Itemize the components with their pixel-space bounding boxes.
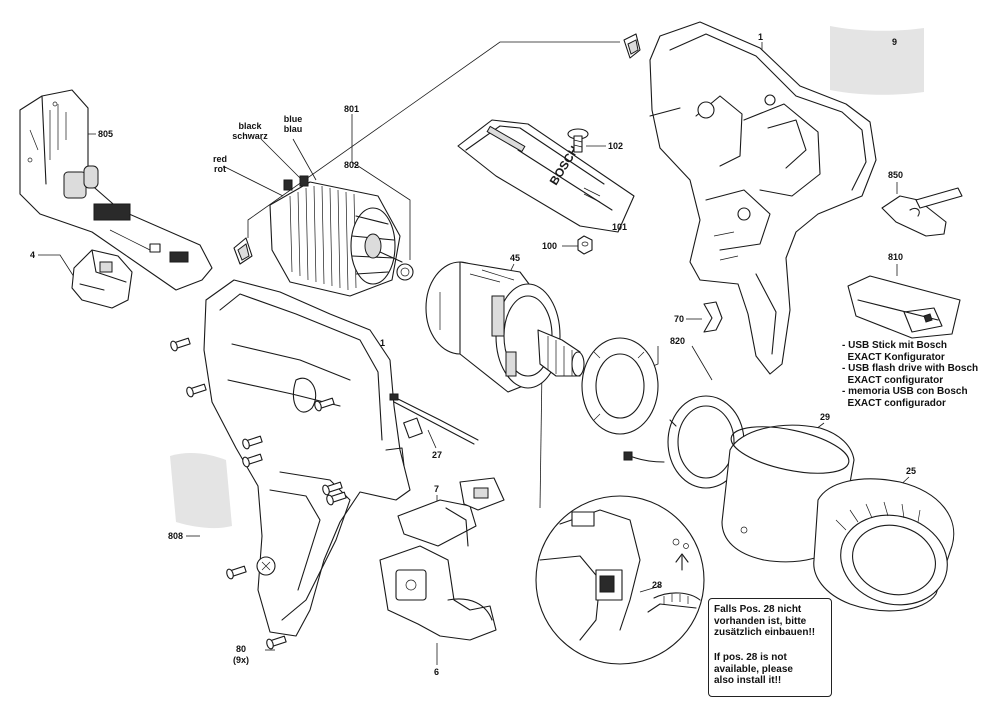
part-102-screw bbox=[567, 128, 589, 153]
label-part-80-quantity: (9x) bbox=[232, 655, 249, 665]
label-part-100: 100 bbox=[542, 241, 558, 251]
label-part-4: 4 bbox=[30, 250, 36, 260]
detail-magnifier bbox=[535, 495, 705, 665]
part-7-switch bbox=[397, 477, 505, 547]
part-850-key bbox=[881, 187, 963, 237]
label-part-25: 25 bbox=[906, 466, 917, 476]
label-red: red bbox=[212, 154, 227, 164]
usb-note-line: - USB Stick mit Bosch bbox=[842, 340, 948, 351]
usb-note-line: EXACT configurador bbox=[842, 397, 946, 409]
notice-line: also install it!! bbox=[714, 675, 782, 686]
notice-english: If pos. 28 is not available, please also… bbox=[714, 652, 793, 687]
label-part-9: 9 bbox=[892, 37, 898, 47]
label-part-29: 29 bbox=[820, 412, 831, 422]
label-part-1-left: 1 bbox=[380, 338, 386, 348]
label-part-6: 6 bbox=[434, 667, 440, 677]
part-1-right-housing bbox=[649, 21, 877, 375]
part-6-trigger bbox=[379, 545, 497, 641]
part-45-gearbox bbox=[425, 261, 585, 393]
part-810-usb-stick bbox=[847, 275, 961, 339]
label-part-801: 801 bbox=[344, 104, 360, 114]
notice-line: available, please bbox=[714, 663, 793, 675]
label-part-802: 802 bbox=[344, 160, 360, 170]
clip-top bbox=[623, 33, 641, 59]
label-part-80: 80 bbox=[235, 644, 246, 654]
label-part-70: 70 bbox=[674, 314, 685, 324]
part-101-top-cover: BOSCH bbox=[457, 119, 635, 233]
label-rot: rot bbox=[214, 164, 226, 174]
label-part-28: 28 bbox=[652, 580, 663, 590]
label-part-102: 102 bbox=[608, 141, 624, 151]
notice-line: zusätzlich einbauen!! bbox=[714, 627, 816, 638]
notice-box bbox=[708, 598, 832, 697]
notice-line: Falls Pos. 28 nicht bbox=[714, 604, 802, 615]
part-805-circuit-board bbox=[19, 89, 213, 291]
label-part-101: 101 bbox=[612, 222, 628, 232]
part-70-clip bbox=[703, 301, 723, 333]
label-part-1-top: 1 bbox=[758, 32, 764, 42]
usb-note-line: - memoria USB con Bosch bbox=[842, 386, 968, 397]
part-9-label-sheet bbox=[830, 26, 924, 95]
label-part-45: 45 bbox=[510, 253, 521, 263]
part-820-ring-assembly bbox=[581, 337, 745, 489]
label-black: black bbox=[238, 121, 262, 131]
label-blau: blau bbox=[283, 124, 303, 134]
usb-note-line: - USB flash drive with Bosch bbox=[842, 363, 979, 374]
label-part-805: 805 bbox=[98, 129, 114, 139]
label-part-27: 27 bbox=[432, 450, 443, 460]
up-arrow-icon bbox=[675, 553, 689, 571]
label-part-820: 820 bbox=[670, 336, 686, 346]
clip-left bbox=[233, 237, 253, 265]
notice-german: Falls Pos. 28 nicht vorhanden ist, bitte… bbox=[714, 604, 815, 639]
usb-description: - USB Stick mit Bosch EXACT Konfigurator… bbox=[842, 340, 978, 409]
notice-line: If pos. 28 is not bbox=[714, 652, 787, 663]
part-4-battery-contact bbox=[71, 249, 133, 309]
part-80-screws bbox=[170, 337, 347, 650]
label-schwarz: schwarz bbox=[232, 131, 268, 141]
label-part-810: 810 bbox=[888, 252, 904, 262]
part-25-chuck-sleeve bbox=[813, 478, 955, 612]
usb-note-line: EXACT configurator bbox=[842, 374, 944, 386]
part-1-left-housing bbox=[203, 279, 411, 637]
part-27-wire bbox=[389, 393, 479, 445]
label-part-7: 7 bbox=[434, 484, 440, 494]
part-801-motor bbox=[269, 175, 414, 297]
part-100-nut bbox=[577, 235, 593, 255]
notice-line: vorhanden ist, bitte bbox=[714, 615, 807, 627]
part-808-label bbox=[170, 453, 232, 529]
label-part-808: 808 bbox=[168, 531, 184, 541]
label-blue: blue bbox=[283, 114, 303, 124]
label-part-850: 850 bbox=[888, 170, 904, 180]
usb-note-line: EXACT Konfigurator bbox=[842, 351, 945, 363]
